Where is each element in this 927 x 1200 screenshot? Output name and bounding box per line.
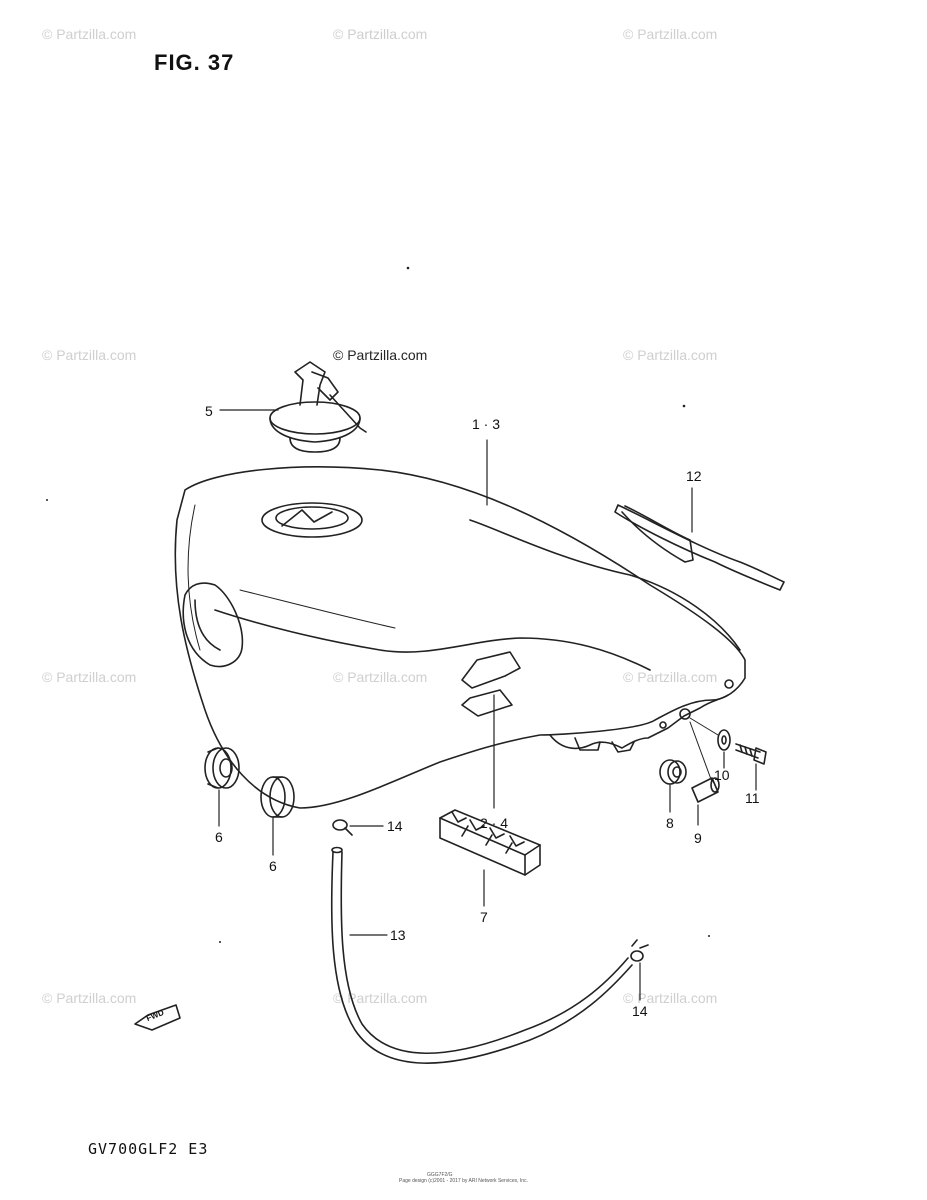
bolt xyxy=(735,743,767,791)
watermark: © Partzilla.com xyxy=(42,26,137,42)
watermark: © Partzilla.com xyxy=(623,990,718,1006)
callout-14: 14 xyxy=(387,818,403,834)
footer-code: GGG7F2/G xyxy=(427,1172,453,1178)
watermark: © Partzilla.com xyxy=(333,990,428,1006)
callout-13: 13 xyxy=(390,927,406,943)
watermark: © Partzilla.com xyxy=(42,347,137,363)
callout-11: 11 xyxy=(745,790,760,806)
breather-hose xyxy=(330,846,633,1064)
watermark: © Partzilla.com xyxy=(42,990,137,1006)
footer: GGG7F2/G Page design (c)2001 - 2017 by A… xyxy=(399,1172,528,1184)
fuel-tank xyxy=(174,439,746,809)
callout-1-3: 1 · 3 xyxy=(472,416,501,432)
callout-14: 14 xyxy=(632,1003,648,1019)
callout-5: 5 xyxy=(205,403,213,419)
callout-7: 7 xyxy=(480,909,488,925)
watermark: © Partzilla.com xyxy=(623,347,718,363)
grommet xyxy=(659,759,687,813)
callout-6: 6 xyxy=(215,829,223,845)
callout-6: 6 xyxy=(269,858,277,874)
rubber-seal-strip xyxy=(614,487,785,591)
figure-title: FIG. 37 xyxy=(154,50,235,75)
watermark: © Partzilla.com xyxy=(42,669,137,685)
callout-8: 8 xyxy=(666,815,674,831)
cushion-grommet xyxy=(204,747,240,827)
callout-2-4: 2 · 4 xyxy=(480,815,509,831)
collar xyxy=(689,721,720,826)
watermark: © Partzilla.com xyxy=(333,26,428,42)
forward-arrow-icon xyxy=(134,1004,181,1031)
fuel-cap xyxy=(219,361,367,453)
hose-clamp xyxy=(630,939,649,1001)
watermark: © Partzilla.com xyxy=(623,26,718,42)
rubber-cushion-block xyxy=(439,809,541,907)
credit-text: © Partzilla.com xyxy=(333,347,428,363)
cushion-cap xyxy=(260,776,295,856)
tank-emblem xyxy=(461,651,521,809)
callout-10: 10 xyxy=(714,767,730,783)
model-code: GV700GLF2 E3 xyxy=(88,1140,209,1158)
watermark: © Partzilla.com xyxy=(333,669,428,685)
washer xyxy=(689,717,731,769)
callout-12: 12 xyxy=(686,468,702,484)
watermark: © Partzilla.com xyxy=(623,669,718,685)
hose-clamp xyxy=(332,819,384,836)
footer-copyright: Page design (c)2001 - 2017 by ARI Networ… xyxy=(399,1178,528,1184)
callout-9: 9 xyxy=(694,830,702,846)
